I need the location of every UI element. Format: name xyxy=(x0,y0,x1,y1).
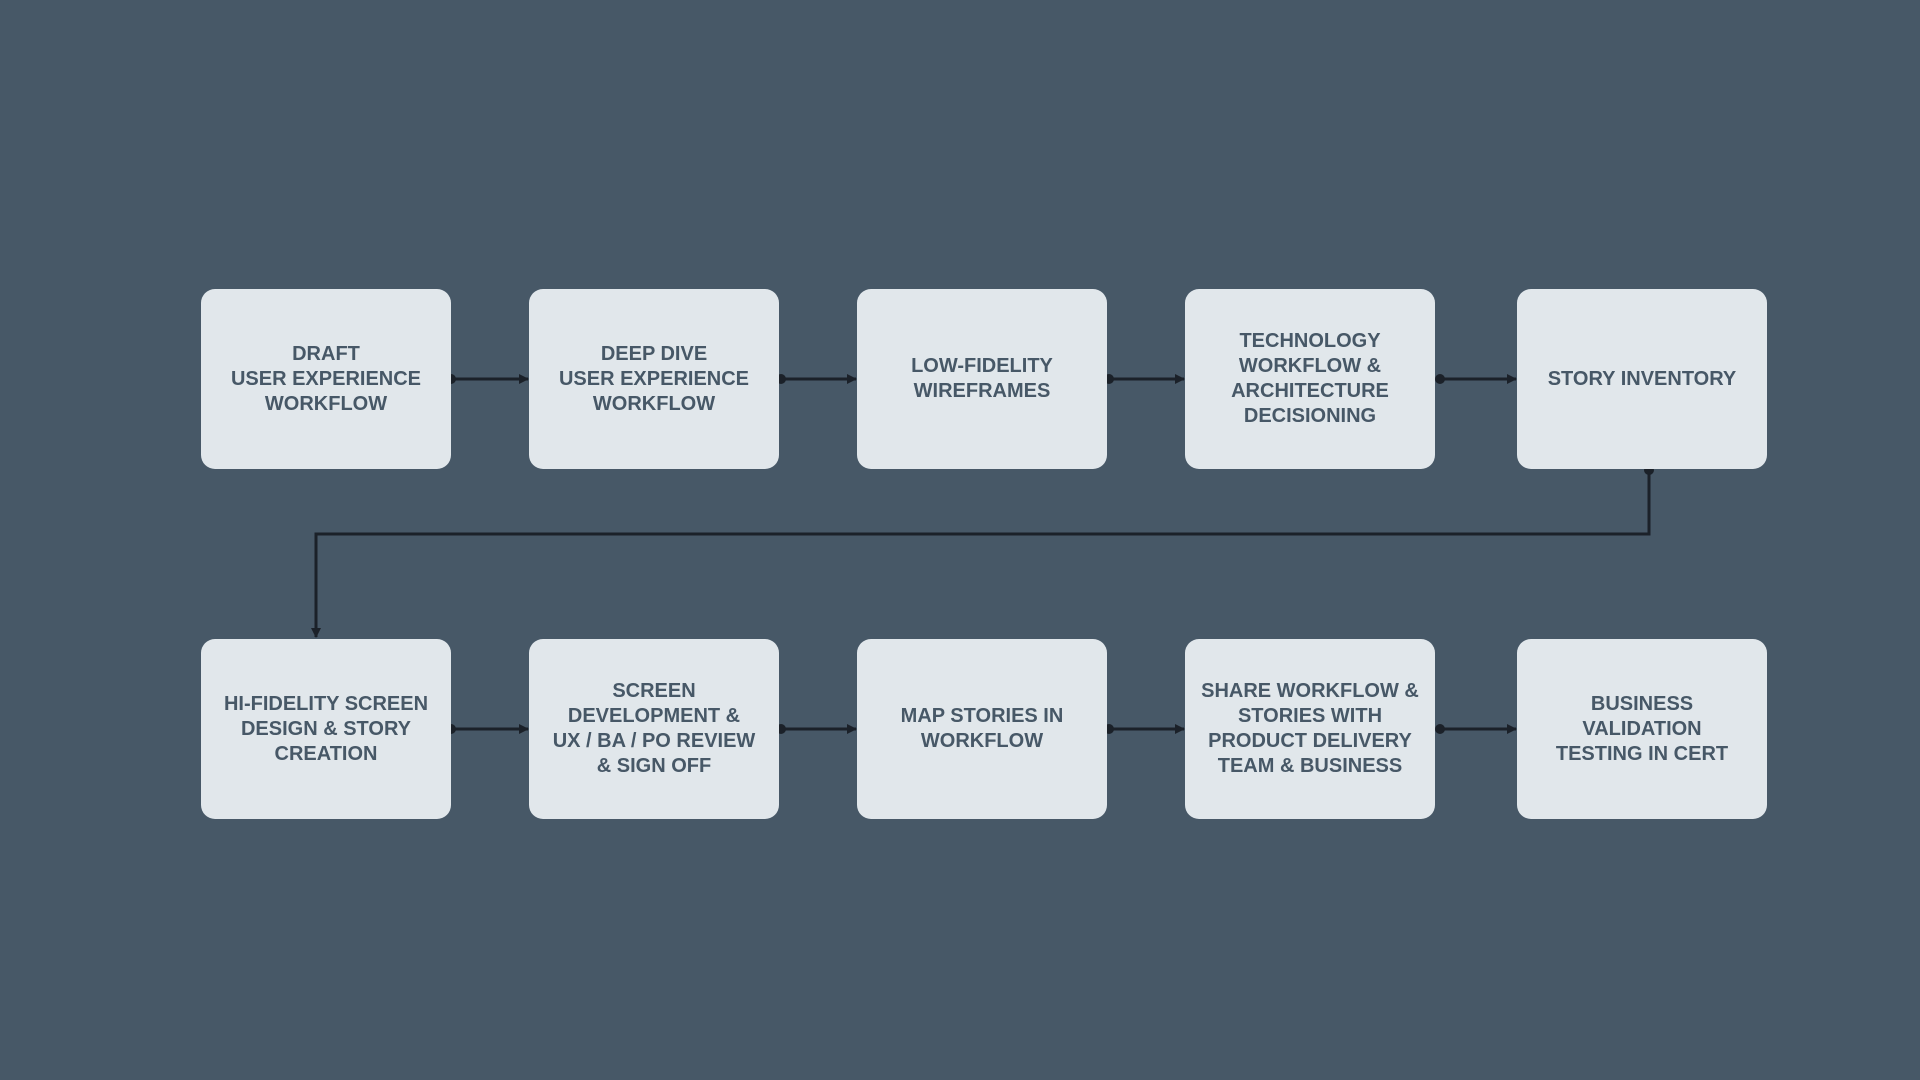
node-label: SCREEN DEVELOPMENT & UX / BA / PO REVIEW… xyxy=(552,680,756,777)
node-technology-workflow: TECHNOLOGY WORKFLOW & ARCHITECTURE DECIS… xyxy=(1185,289,1435,469)
arrow-technology-to-story-inventory xyxy=(1435,374,1517,384)
node-business-validation: BUSINESS VALIDATION TESTING IN CERT xyxy=(1517,639,1767,819)
node-label: BUSINESS VALIDATION TESTING IN CERT xyxy=(1555,692,1729,765)
arrow-share-to-business-validation xyxy=(1435,724,1517,734)
node-label: DEEP DIVE USER EXPERIENCE WORKFLOW xyxy=(558,342,750,415)
node-label: TECHNOLOGY WORKFLOW & ARCHITECTURE DECIS… xyxy=(1231,330,1389,427)
arrow-hi-fidelity-to-screen-dev xyxy=(446,724,529,734)
node-screen-development: SCREEN DEVELOPMENT & UX / BA / PO REVIEW… xyxy=(529,639,779,819)
node-draft-ux-workflow: DRAFT USER EXPERIENCE WORKFLOW xyxy=(201,289,451,469)
node-label: DRAFT USER EXPERIENCE WORKFLOW xyxy=(230,342,422,415)
node-label: LOW-FIDELITY WIREFRAMES xyxy=(911,355,1053,402)
arrow-low-fidelity-to-technology xyxy=(1104,374,1185,384)
node-deep-dive-ux-workflow: DEEP DIVE USER EXPERIENCE WORKFLOW xyxy=(529,289,779,469)
node-label: STORY INVENTORY xyxy=(1547,367,1737,390)
node-label: MAP STORIES IN WORKFLOW xyxy=(900,705,1064,752)
arrow-draft-to-deep-dive xyxy=(446,374,529,384)
connector-line xyxy=(311,470,1651,638)
node-low-fidelity-wireframes: LOW-FIDELITY WIREFRAMES xyxy=(857,289,1107,469)
arrow-deep-dive-to-low-fidelity xyxy=(776,374,857,384)
arrow-map-stories-to-share xyxy=(1104,724,1185,734)
node-map-stories: MAP STORIES IN WORKFLOW xyxy=(857,639,1107,819)
arrow-story-inventory-to-hi-fidelity xyxy=(311,465,1654,638)
node-story-inventory: STORY INVENTORY xyxy=(1517,289,1767,469)
node-hi-fidelity-design: HI-FIDELITY SCREEN DESIGN & STORY CREATI… xyxy=(201,639,451,819)
node-label: HI-FIDELITY SCREEN DESIGN & STORY CREATI… xyxy=(223,692,429,765)
arrow-screen-dev-to-map-stories xyxy=(776,724,857,734)
connector-start-dot xyxy=(1435,374,1445,384)
node-label: SHARE WORKFLOW & STORIES WITH PRODUCT DE… xyxy=(1201,680,1419,777)
node-share-workflow: SHARE WORKFLOW & STORIES WITH PRODUCT DE… xyxy=(1185,639,1435,819)
connector-start-dot xyxy=(1435,724,1445,734)
